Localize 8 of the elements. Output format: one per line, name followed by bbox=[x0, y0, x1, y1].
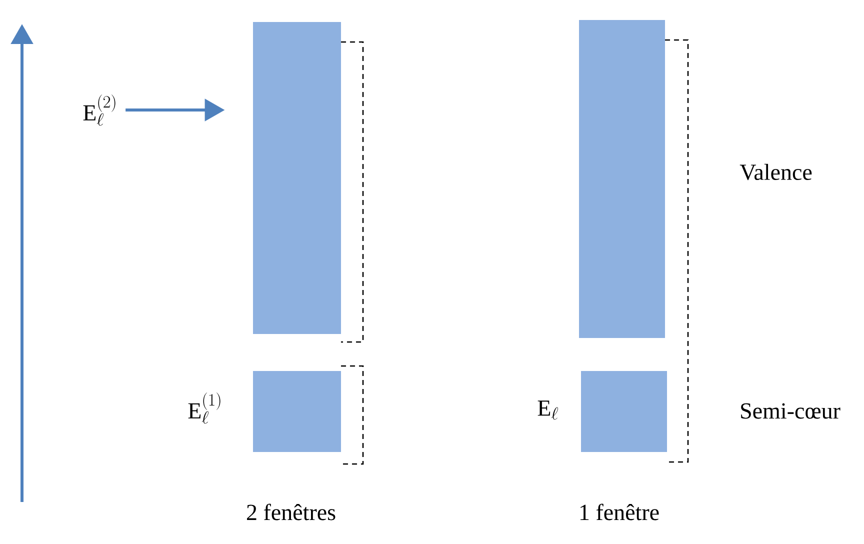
energy-band bbox=[253, 371, 341, 452]
text-label: Semi-cœur bbox=[741, 403, 840, 419]
energy-band bbox=[253, 22, 341, 334]
energy-label: $\mathrm{E}_{\ell}$ bbox=[538, 400, 558, 420]
energy-band bbox=[581, 371, 667, 452]
energy-label: $\mathrm{E}_{\ell}^{(1)}$ bbox=[188, 392, 220, 424]
energy-label: $\mathrm{E}_{\ell}^{(2)}$ bbox=[83, 94, 116, 126]
energy-band bbox=[579, 20, 665, 338]
